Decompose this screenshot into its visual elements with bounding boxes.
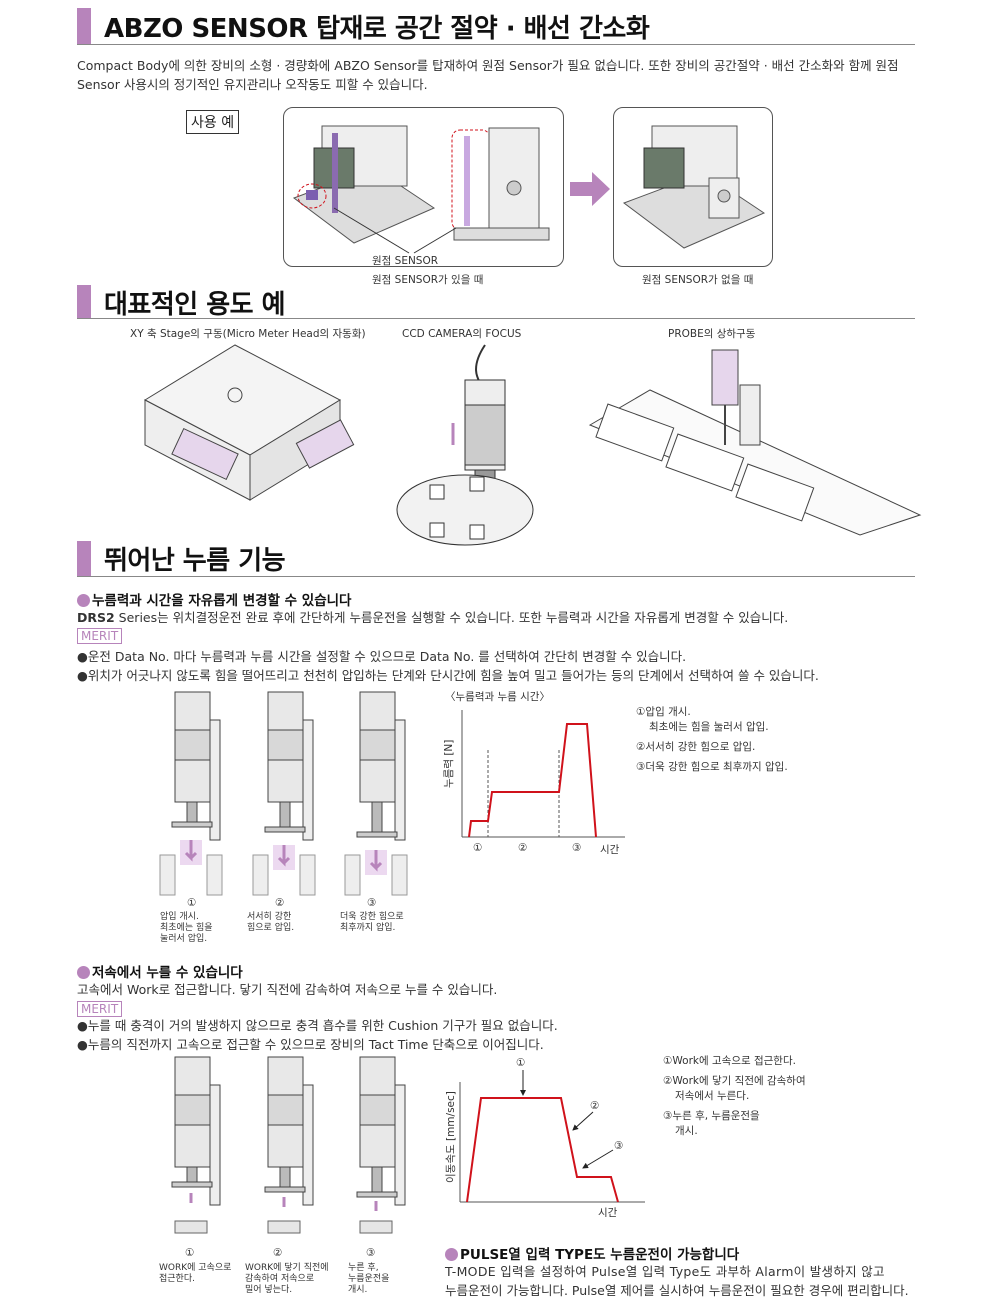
- usage-label: 사용 예: [186, 110, 240, 134]
- pressing-steps-illustration: [159, 691, 408, 896]
- bullet: ●운전 Data No. 마다 누름력과 누름 시간을 설정할 수 있으므로 D…: [77, 649, 687, 664]
- merit-badge: MERIT: [77, 1001, 123, 1017]
- application-caption: XY 축 Stage의 구동(Micro Meter Head의 자동화): [130, 328, 366, 340]
- with-sensor-illustration: [283, 107, 564, 267]
- paragraph-line: Compact Body에 의한 장비의 소형 · 경량화에 ABZO Sens…: [77, 58, 899, 73]
- sensor-label: 원점 SENSOR: [372, 255, 439, 267]
- subheading-text: 저속에서 누를 수 있습니다: [92, 965, 243, 981]
- merit-badge: MERIT: [77, 628, 123, 644]
- actuator-drawing: [356, 1056, 406, 1206]
- paragraph-line: Sensor 사용시의 정기적인 유지관리나 오작동도 피할 수 있습니다.: [77, 77, 428, 92]
- marker-label: ③: [614, 1140, 624, 1152]
- bullet: ●누를 때 충격이 거의 발생하지 않으므로 충격 흡수를 위한 Cushion…: [77, 1018, 558, 1033]
- section-title: 뛰어난 누름 기능: [104, 546, 286, 576]
- xy-stage-illustration: [143, 344, 355, 501]
- section-marker: [77, 8, 91, 44]
- actuator-without-sensor-drawing: [622, 125, 766, 249]
- force-curve: [468, 723, 597, 838]
- with-sensor-caption: 원점 SENSOR가 있을 때: [372, 274, 484, 286]
- marker-label: ②: [590, 1100, 600, 1112]
- arrow-right-icon: [570, 172, 610, 206]
- marker-arrow: [572, 1111, 594, 1131]
- section-title: ABZO SENSOR 탑재로 공간 절약 · 배선 간소화: [104, 14, 650, 44]
- paragraph-line: 누름운전이 가능합니다. Pulse열 제어를 실시하여 누름운전이 필요한 경…: [445, 1283, 909, 1298]
- bullet: ●누름의 직전까지 고속으로 접근할 수 있으므로 장비의 Tact Time …: [77, 1037, 544, 1052]
- paragraph-line: T-MODE 입력을 설정하여 Pulse열 입력 Type도 과부하 Alar…: [445, 1264, 885, 1279]
- y-axis-label: 누름력 [N]: [443, 739, 455, 788]
- speed-curve: [466, 1097, 619, 1203]
- divider: [77, 318, 915, 319]
- step-number: ①: [185, 1247, 195, 1259]
- probe-illustration: [588, 349, 922, 536]
- application-caption: PROBE의 상하구동: [668, 328, 756, 340]
- divider: [77, 44, 915, 45]
- actuator-drawing: [264, 691, 314, 841]
- bullet-dot-icon: [77, 966, 90, 979]
- phase-label: ③: [572, 842, 582, 854]
- x-axis-label: 시간: [598, 1207, 618, 1219]
- without-sensor-caption: 원점 SENSOR가 없을 때: [642, 274, 754, 286]
- x-axis-label: 시간: [600, 844, 620, 856]
- bullet: ●위치가 어긋나지 않도록 힘을 떨어뜨리고 천천히 압입하는 단계와 단시간에…: [77, 668, 819, 683]
- subheading-text: PULSE열 입력 TYPE도 누름운전이 가능합니다: [460, 1247, 740, 1263]
- y-axis-label: 이동속도 [mm/sec]: [445, 1091, 457, 1183]
- section-title: 대표적인 용도 예: [104, 290, 286, 320]
- section-marker: [77, 541, 91, 576]
- subheading: 저속에서 누를 수 있습니다: [77, 961, 243, 981]
- low-speed-steps-illustration: [171, 1056, 406, 1234]
- actuator-drawing: [264, 1056, 314, 1206]
- speed-graph: [459, 1070, 645, 1203]
- application-caption: CCD CAMERA의 FOCUS: [402, 328, 522, 340]
- graph-note: ①압입 개시.최초에는 힘을 눌러서 압입. ②서서히 강한 힘으로 압입.③더…: [636, 706, 788, 773]
- section-marker: [77, 285, 91, 318]
- intro-text: 고속에서 Work로 접근합니다. 닿기 직전에 감속하여 저속으로 누를 수 …: [77, 982, 498, 997]
- phase-label: ①: [473, 842, 483, 854]
- phase-label: ②: [518, 842, 528, 854]
- subheading: PULSE열 입력 TYPE도 누름운전이 가능합니다: [445, 1243, 739, 1263]
- bullet-dot-icon: [445, 1248, 458, 1261]
- subheading: 누름력과 시간을 자유롭게 변경할 수 있습니다: [77, 589, 351, 609]
- marker-label: ①: [516, 1057, 526, 1069]
- without-sensor-illustration: [613, 107, 773, 267]
- intro-body: Series는 위치결정운전 완료 후에 간단하게 누름운전을 실행할 수 있습…: [114, 610, 789, 625]
- actuator-drawing: [171, 1056, 221, 1206]
- subheading-text: 누름력과 시간을 자유롭게 변경할 수 있습니다: [92, 593, 352, 609]
- chart-title: 〈누름력과 누름 시간〉: [445, 691, 550, 703]
- divider: [77, 576, 915, 577]
- actuator-with-sensor-drawing: [292, 125, 550, 254]
- step-number: ②: [275, 897, 285, 909]
- bullet-dot-icon: [77, 594, 90, 607]
- brand: DRS2: [77, 610, 115, 625]
- intro-text: DRS2 Series는 위치결정운전 완료 후에 간단하게 누름운전을 실행할…: [77, 608, 788, 627]
- ccd-camera-illustration: [396, 344, 534, 546]
- actuator-drawing: [171, 691, 221, 841]
- step-number: ③: [366, 1247, 376, 1259]
- pressing-force-graph: [461, 710, 625, 838]
- actuator-drawing: [356, 691, 406, 841]
- step-number: ③: [367, 897, 377, 909]
- step-number: ②: [273, 1247, 283, 1259]
- marker-arrow: [582, 1149, 614, 1169]
- step-number: ①: [187, 897, 197, 909]
